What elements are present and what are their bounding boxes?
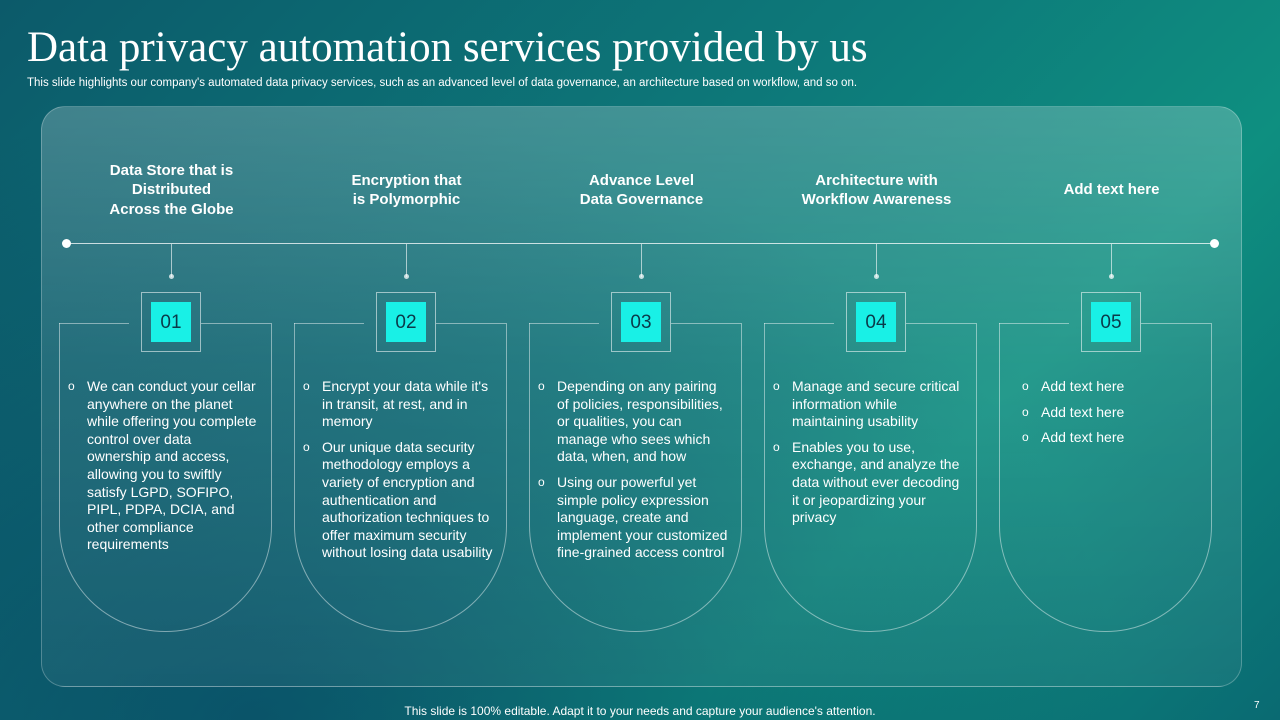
step-number-frame: 02: [376, 292, 436, 352]
bullet-text: Depending on any pairing of policies, re…: [557, 378, 723, 465]
timeline-line: [66, 243, 1214, 244]
service-card-outline: [999, 323, 1212, 632]
bullet-marker-icon: o: [303, 379, 310, 393]
card-top-edge: [764, 323, 834, 324]
step-number-frame: 01: [141, 292, 201, 352]
card-top-edge: [436, 323, 506, 324]
card-top-edge: [59, 323, 129, 324]
step-number-frame: 04: [846, 292, 906, 352]
card-top-edge: [906, 323, 976, 324]
bullet-item: o Encrypt your data while it's in transit…: [303, 378, 493, 431]
service-card-outline: [764, 323, 977, 632]
service-heading: Advance Level Data Governance: [579, 171, 704, 209]
connector-dot: [1109, 274, 1114, 279]
bullet-item: o Add text here: [1022, 378, 1192, 396]
service-column-2: Encryption that is Polymorphic 02 o Encrypt…: [289, 150, 524, 650]
service-heading: Data Store that is Distributed Across th…: [109, 161, 234, 218]
card-top-edge: [294, 323, 364, 324]
bullet-item: o We can conduct your cellar anywhere on …: [68, 378, 258, 554]
step-number-badge: 03: [621, 302, 661, 342]
connector-line: [641, 244, 642, 277]
step-number-badge: 01: [151, 302, 191, 342]
page-number: 7: [1254, 700, 1260, 711]
bullet-marker-icon: o: [1022, 379, 1029, 393]
connector-dot: [639, 274, 644, 279]
connector-dot: [169, 274, 174, 279]
bullet-marker-icon: o: [773, 439, 780, 454]
bullet-item: o Using our powerful yet simple policy ex…: [538, 474, 728, 562]
service-bullet-list: o Manage and secure critical information …: [773, 378, 963, 535]
bullet-item: o Manage and secure critical information …: [773, 378, 963, 431]
bullet-text: Add text here: [1041, 378, 1125, 394]
timeline-end-dot: [1210, 239, 1219, 248]
bullet-text: Encrypt your data while it's in transit,…: [322, 378, 489, 430]
service-bullet-list: o Depending on any pairing of policies, r…: [538, 378, 728, 570]
bullet-text: Using our powerful yet simple policy exp…: [557, 473, 728, 561]
card-top-edge: [671, 323, 741, 324]
bullet-marker-icon: o: [538, 474, 545, 489]
service-heading: Architecture with Workflow Awareness: [801, 171, 952, 209]
bullet-marker-icon: o: [538, 379, 545, 393]
service-bullet-list: o Encrypt your data while it's in transit…: [303, 378, 493, 570]
step-number-badge: 04: [856, 302, 896, 342]
connector-dot: [404, 274, 409, 279]
card-top-edge: [1141, 323, 1211, 324]
slide-subtitle: This slide highlights our company's auto…: [27, 77, 858, 89]
bullet-marker-icon: o: [68, 379, 75, 393]
step-number-badge: 02: [386, 302, 426, 342]
slide-title: Data privacy automation services provide…: [27, 24, 868, 71]
connector-dot: [874, 274, 879, 279]
bullet-text: Enables you to use, exchange, and analyz…: [792, 438, 960, 526]
bullet-item: o Add text here: [1022, 404, 1192, 422]
bullet-text: Add text here: [1041, 429, 1125, 446]
service-card-outline: [59, 323, 272, 632]
connector-line: [406, 244, 407, 277]
bullet-marker-icon: o: [1022, 404, 1029, 419]
bullet-item: o Depending on any pairing of policies, r…: [538, 378, 728, 466]
bullet-text: Add text here: [1041, 403, 1125, 420]
card-top-edge: [999, 323, 1069, 324]
service-column-3: Advance Level Data Governance 03 o Dependin…: [524, 150, 759, 650]
card-top-edge: [529, 323, 599, 324]
bullet-item: o Add text here: [1022, 429, 1192, 447]
bullet-item: o Our unique data security methodology em…: [303, 439, 493, 562]
service-card-outline: [529, 323, 742, 632]
card-top-edge: [201, 323, 271, 324]
step-number-frame: 03: [611, 292, 671, 352]
bullet-marker-icon: o: [303, 439, 310, 454]
step-number-frame: 05: [1081, 292, 1141, 352]
bullet-text: Our unique data security methodology emp…: [322, 438, 493, 561]
timeline-start-dot: [62, 239, 71, 248]
bullet-marker-icon: o: [1022, 430, 1029, 445]
service-bullet-list: o We can conduct your cellar anywhere on …: [68, 378, 258, 562]
service-card-outline: [294, 323, 507, 632]
step-number-badge: 05: [1091, 302, 1131, 342]
service-heading: Encryption that is Polymorphic: [351, 171, 462, 209]
service-heading: Add text here: [1063, 181, 1160, 199]
connector-line: [876, 244, 877, 277]
bullet-item: o Enables you to use, exchange, and analy…: [773, 439, 963, 527]
connector-line: [171, 244, 172, 277]
bullet-marker-icon: o: [773, 379, 780, 393]
bullet-text: We can conduct your cellar anywhere on t…: [87, 378, 257, 553]
connector-line: [1111, 244, 1112, 277]
service-column-1: Data Store that is Distributed Across th…: [54, 150, 289, 650]
bullet-text: Manage and secure critical information w…: [792, 378, 960, 430]
footer-note: This slide is 100% editable. Adapt it to…: [404, 704, 876, 718]
